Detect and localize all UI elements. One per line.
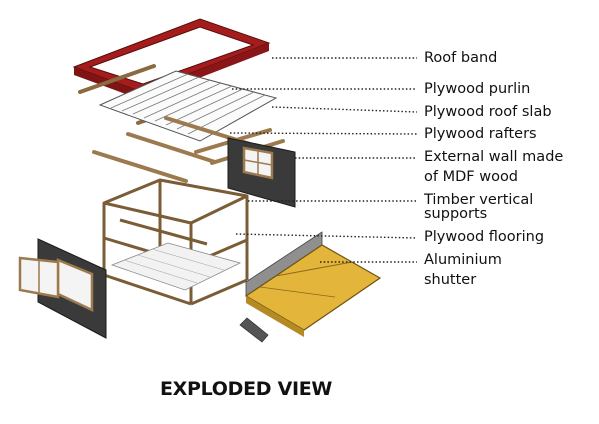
label-roof-band: Roof band [424,50,498,66]
label-aluminium-line1: Aluminium [424,252,502,268]
label-timber-vertical-line2: supports [424,206,488,222]
aluminium-shutter [239,231,382,343]
plywood-flooring [110,242,242,291]
label-timber-vertical-line1: Timber vertical [424,192,534,208]
label-aluminium-line2: shutter [424,272,477,288]
label-plywood-roof-slab: Plywood roof slab [424,104,552,120]
label-external-wall-line2: of MDF wood [424,169,519,185]
label-plywood-rafters: Plywood rafters [424,126,537,142]
label-plywood-purlin: Plywood purlin [424,81,531,97]
mdf-external-wall-left [18,238,107,339]
mdf-external-wall-right [227,137,296,208]
timber-vertical-supports [102,178,249,306]
label-plywood-flooring: Plywood flooring [424,229,545,245]
leader-lines [229,57,418,263]
label-external-wall-line1: External wall made [424,149,564,165]
diagram-title: EXPLODED VIEW [160,378,333,400]
